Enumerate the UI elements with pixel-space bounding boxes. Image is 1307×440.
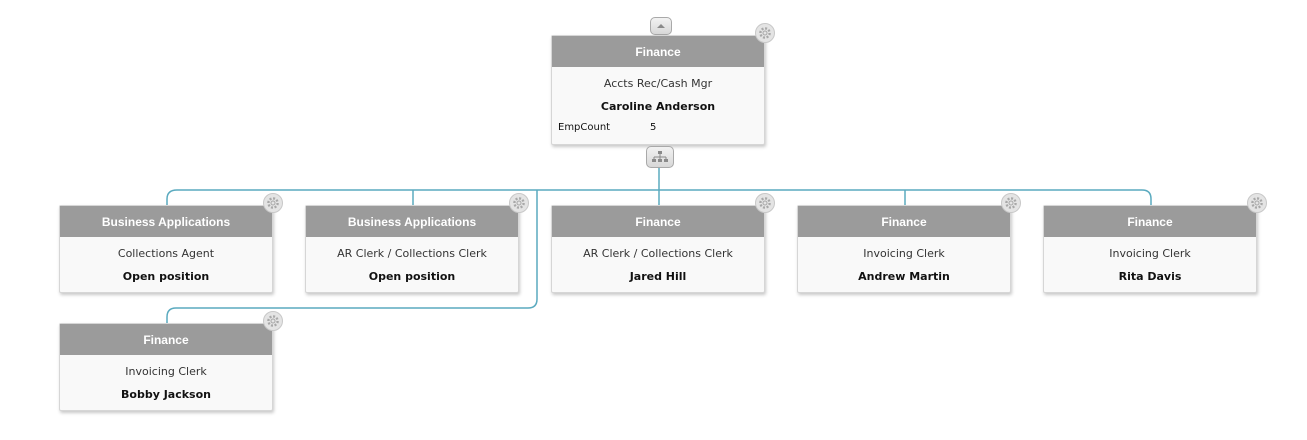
card-job-title: Invoicing Clerk	[863, 247, 945, 260]
card-job-title: Accts Rec/Cash Mgr	[603, 77, 713, 90]
card-job-title: Invoicing Clerk	[1109, 247, 1191, 260]
card-person-name: Bobby Jackson	[121, 388, 211, 401]
org-card-child[interactable]: Finance Invoicing Clerk Andrew Martin	[797, 205, 1011, 293]
connector-to-child-6	[166, 190, 538, 323]
org-card-child[interactable]: Business Applications Collections Agent …	[59, 205, 273, 293]
card-person-name: Open position	[368, 270, 456, 283]
card-department: Business Applications	[306, 206, 518, 237]
card-person-name: Jared Hill	[629, 270, 687, 283]
card-job-title: AR Clerk / Collections Clerk	[583, 247, 733, 260]
org-card-child[interactable]: Finance AR Clerk / Collections Clerk Jar…	[551, 205, 765, 293]
connector-horizontal-bus	[177, 189, 1152, 205]
org-card-child[interactable]: Finance Invoicing Clerk Bobby Jackson	[59, 323, 273, 411]
org-chart-icon	[652, 151, 668, 162]
card-department: Finance	[798, 206, 1010, 237]
gear-icon[interactable]	[755, 23, 775, 43]
expand-children-button[interactable]	[646, 146, 674, 168]
card-field-label: EmpCount	[558, 122, 611, 133]
gear-icon[interactable]	[1247, 193, 1267, 213]
card-job-title: AR Clerk / Collections Clerk	[337, 247, 487, 260]
org-card-root[interactable]: Finance Accts Rec/Cash Mgr Caroline Ande…	[551, 35, 765, 145]
connector-to-child-1	[166, 189, 178, 205]
org-card-child[interactable]: Finance Invoicing Clerk Rita Davis	[1043, 205, 1257, 293]
expand-parent-button[interactable]	[650, 17, 672, 35]
card-person-name: Rita Davis	[1118, 270, 1182, 283]
card-job-title: Invoicing Clerk	[125, 365, 207, 378]
card-department: Finance	[60, 324, 272, 355]
card-department: Finance	[552, 36, 764, 67]
gear-icon[interactable]	[509, 193, 529, 213]
gear-icon[interactable]	[263, 193, 283, 213]
card-person-name: Caroline Anderson	[600, 100, 716, 113]
gear-icon[interactable]	[263, 311, 283, 331]
chevron-up-icon	[657, 24, 665, 28]
card-department: Finance	[552, 206, 764, 237]
card-field-value: 5	[650, 122, 657, 133]
card-department: Finance	[1044, 206, 1256, 237]
gear-icon[interactable]	[755, 193, 775, 213]
gear-icon[interactable]	[1001, 193, 1021, 213]
card-person-name: Andrew Martin	[858, 270, 950, 283]
card-job-title: Collections Agent	[117, 247, 215, 260]
card-department: Business Applications	[60, 206, 272, 237]
card-person-name: Open position	[122, 270, 210, 283]
org-card-child[interactable]: Business Applications AR Clerk / Collect…	[305, 205, 519, 293]
card-field-row: EmpCount 5	[552, 122, 764, 133]
